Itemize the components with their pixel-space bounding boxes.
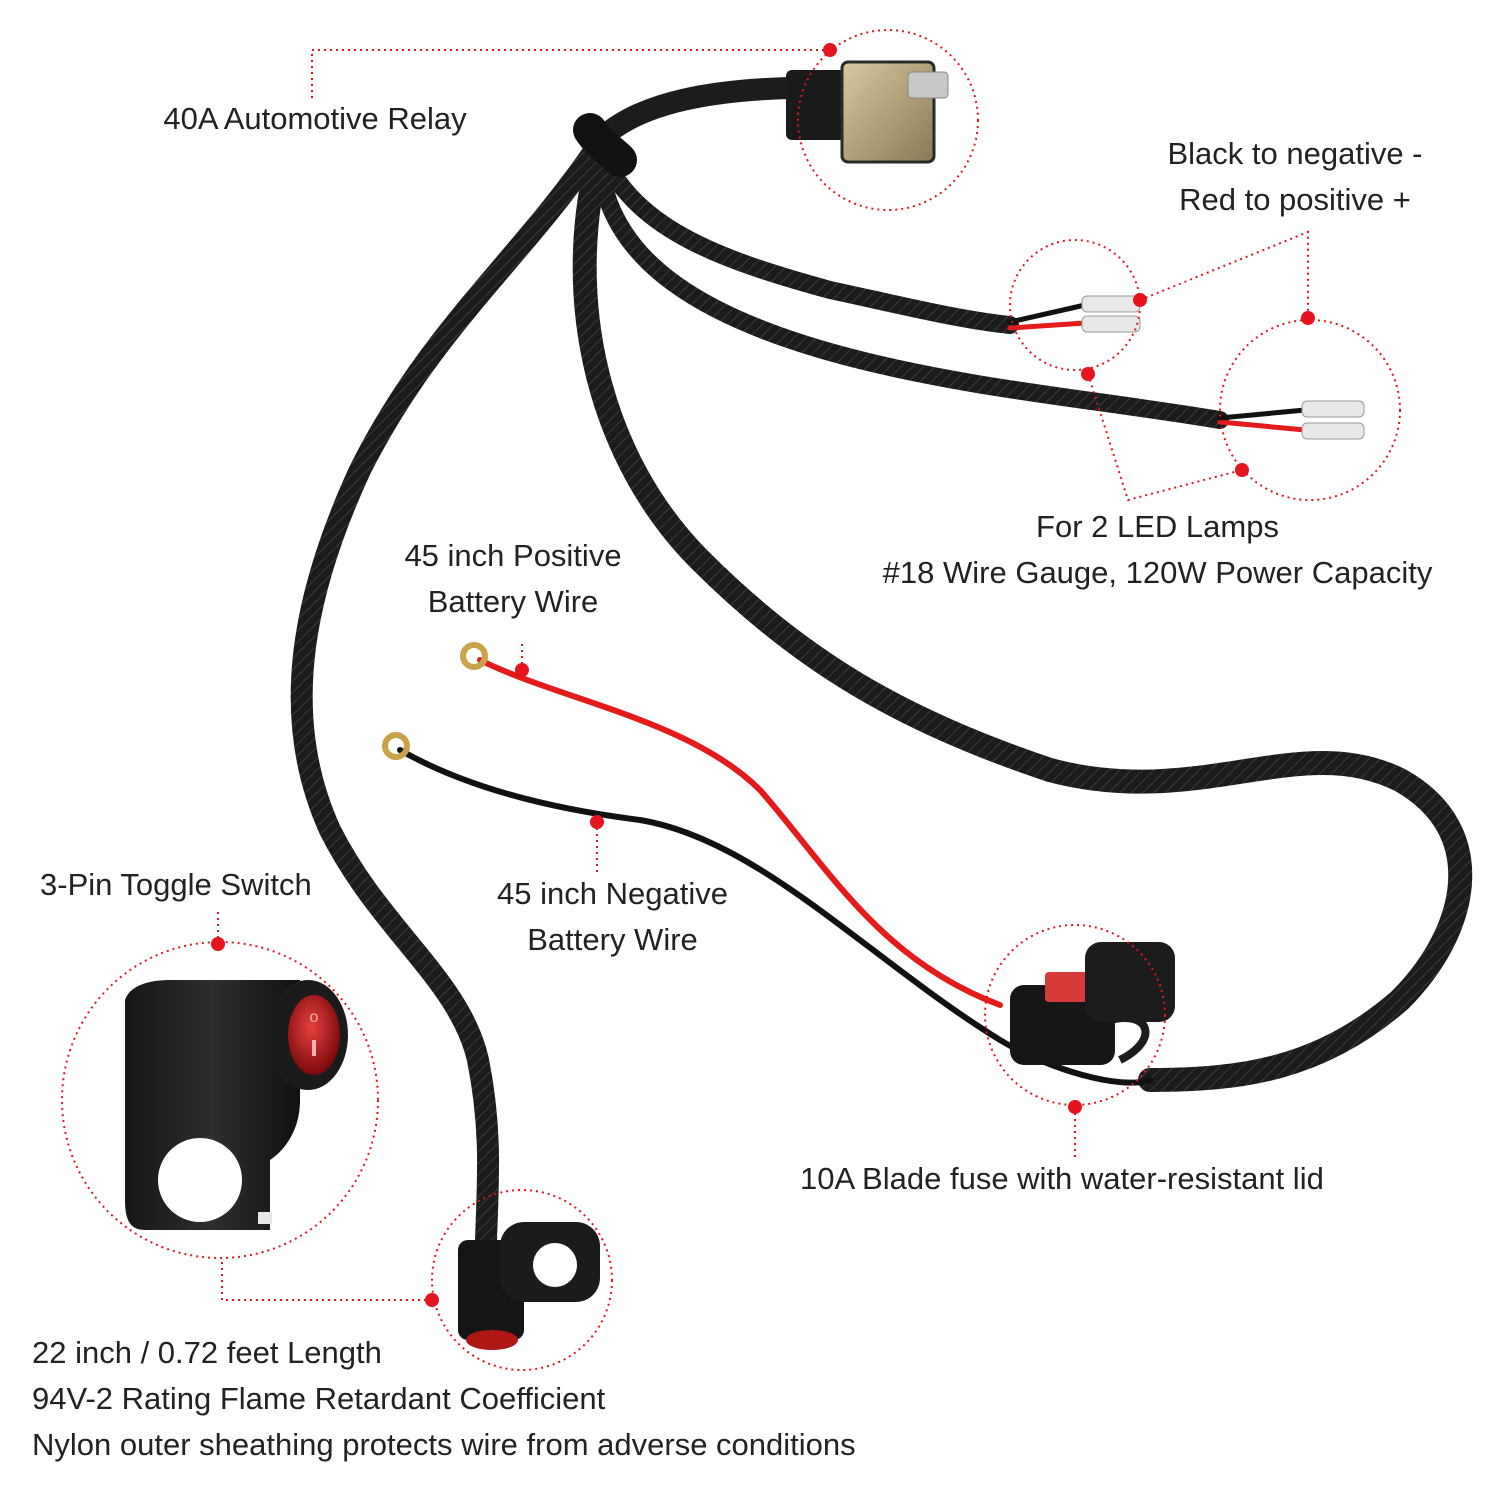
fuse-lid-strap	[1109, 1014, 1150, 1064]
leader-relay	[311, 49, 830, 100]
label-negative-line1: 45 inch Negative	[497, 876, 728, 911]
label-relay: 40A Automotive Relay	[140, 96, 490, 142]
callout-circle-relay	[797, 29, 979, 211]
label-lamps-line2: #18 Wire Gauge, 120W Power Capacity	[882, 555, 1433, 590]
spade-terminal	[1301, 422, 1365, 440]
switch-zoom-rocker	[288, 995, 340, 1075]
label-positive-line1: 45 inch Positive	[404, 538, 622, 573]
callout-circle-switch-inline	[431, 1189, 613, 1371]
relay-mount-tab	[907, 71, 949, 99]
callout-dot	[590, 815, 604, 829]
callout-dot	[515, 663, 529, 677]
label-switch-spec: 22 inch / 0.72 feet Length 94V-2 Rating …	[32, 1330, 1032, 1468]
callout-dot	[1133, 293, 1147, 307]
upper-lamp-cable	[596, 151, 1019, 334]
label-fuse-text: 10A Blade fuse with water-resistant lid	[800, 1161, 1324, 1196]
callout-dots	[211, 43, 1315, 1307]
fuse-cable	[572, 138, 1473, 1092]
label-switch-spec-line2: 94V-2 Rating Flame Retardant Coefficient	[32, 1381, 606, 1416]
label-polarity: Black to negative - Red to positive +	[1135, 131, 1455, 223]
spade-terminal	[1081, 315, 1141, 333]
label-negative-wire: 45 inch Negative Battery Wire	[475, 871, 750, 963]
switch-inline-button	[466, 1330, 518, 1350]
relay-socket	[786, 70, 856, 140]
lamp-leads	[1007, 302, 1308, 433]
switch-zoom-rocker-o: o	[310, 1009, 319, 1026]
switch-cable	[290, 139, 606, 1251]
label-relay-text: 40A Automotive Relay	[163, 101, 467, 136]
callout-dot	[1235, 463, 1249, 477]
fuse-lid	[1085, 942, 1175, 1022]
lower-lamp-red-lead	[1217, 419, 1308, 433]
label-switch: 3-Pin Toggle Switch	[40, 862, 370, 908]
leader-switch-inline	[221, 1258, 432, 1301]
callout-dot	[1301, 311, 1315, 325]
switch-zoom-rocker-i	[312, 1040, 316, 1056]
junction-sleeve	[573, 113, 637, 177]
label-fuse: 10A Blade fuse with water-resistant lid	[800, 1156, 1420, 1202]
upper-lamp-red-lead	[1007, 320, 1088, 331]
lower-lamp-black-lead	[1217, 407, 1308, 421]
leader-lamps	[1087, 373, 1243, 502]
callout-dot	[211, 937, 225, 951]
label-negative-line2: Battery Wire	[527, 922, 698, 957]
callout-dot	[1068, 1100, 1082, 1114]
positive-ring-terminal	[460, 642, 488, 670]
label-positive-line2: Battery Wire	[427, 584, 599, 619]
callout-circle-fuse	[984, 924, 1166, 1106]
label-lamps: For 2 LED Lamps #18 Wire Gauge, 120W Pow…	[845, 504, 1470, 596]
switch-zoom-clamp-hole	[158, 1138, 242, 1222]
label-switch-spec-line1: 22 inch / 0.72 feet Length	[32, 1335, 382, 1370]
fuse-holder-component	[1010, 942, 1175, 1065]
switch-inline-component	[458, 1222, 600, 1350]
upper-lamp-black-lead	[1007, 302, 1088, 325]
spade-terminal	[1081, 295, 1141, 313]
label-positive-wire: 45 inch Positive Battery Wire	[383, 533, 643, 625]
label-switch-spec-line3: Nylon outer sheathing protects wire from…	[32, 1427, 856, 1462]
callout-dot	[425, 1293, 439, 1307]
callout-dot	[823, 43, 837, 57]
negative-battery-wire	[397, 747, 1153, 1086]
blade-fuse	[1045, 972, 1095, 1002]
label-switch-text: 3-Pin Toggle Switch	[40, 867, 312, 902]
label-polarity-line1: Black to negative -	[1167, 136, 1423, 171]
switch-inline-clamp-hole	[533, 1243, 577, 1287]
label-polarity-line2: Red to positive +	[1179, 182, 1411, 217]
relay-component	[786, 60, 949, 164]
callout-circle-lower-lamp	[1219, 319, 1401, 501]
spade-terminal	[1301, 400, 1365, 418]
switch-zoom-component: o	[125, 980, 348, 1230]
battery-wires	[382, 642, 1153, 1086]
spade-terminals	[1081, 295, 1365, 440]
callout-dot	[1081, 367, 1095, 381]
leader-polarity	[1139, 230, 1309, 318]
negative-ring-terminal	[382, 732, 410, 760]
harness-sheathing	[290, 77, 1473, 1251]
relay-trunk-cable	[589, 77, 801, 151]
switch-zoom-set-screw	[258, 1212, 272, 1224]
label-lamps-line1: For 2 LED Lamps	[1036, 509, 1279, 544]
positive-battery-wire	[477, 657, 1003, 1008]
lower-lamp-cable	[591, 156, 1229, 429]
